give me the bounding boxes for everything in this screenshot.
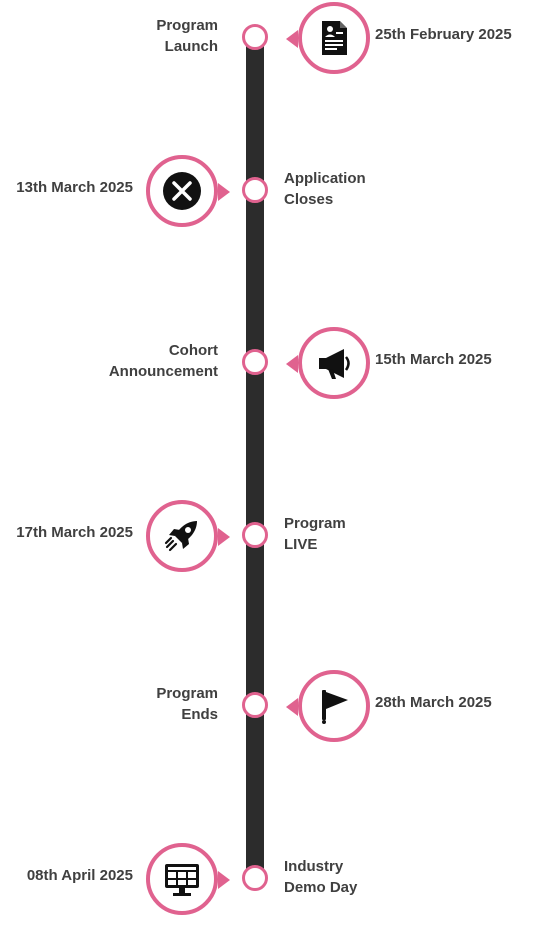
megaphone-icon bbox=[319, 349, 350, 379]
bubble-pointer bbox=[218, 871, 230, 889]
timeline-node bbox=[242, 865, 268, 891]
bubble-pointer bbox=[286, 30, 298, 48]
timeline-node bbox=[242, 349, 268, 375]
milestone-title: Program Ends bbox=[156, 685, 218, 723]
bubble-pointer bbox=[218, 183, 230, 201]
milestone-date: 17th March 2025 bbox=[16, 524, 133, 541]
icon-bubble bbox=[146, 500, 230, 572]
timeline-node bbox=[242, 24, 268, 50]
timeline-node bbox=[242, 522, 268, 548]
monitor-dashboard-icon bbox=[165, 864, 199, 896]
icon-bubble bbox=[286, 327, 370, 399]
resume-document-icon bbox=[322, 21, 347, 55]
timeline-track bbox=[246, 38, 264, 880]
icon-bubble bbox=[286, 2, 370, 74]
icon-bubble bbox=[286, 670, 370, 742]
milestone-title: Program LIVE bbox=[284, 515, 346, 553]
milestone-date: 28th March 2025 bbox=[375, 694, 492, 711]
rocket-icon bbox=[164, 521, 197, 552]
milestone-date: 25th February 2025 bbox=[375, 26, 512, 43]
milestone-title: Application Closes bbox=[284, 170, 366, 208]
milestone-date: 13th March 2025 bbox=[16, 179, 133, 196]
bubble-pointer bbox=[286, 355, 298, 373]
icon-bubble bbox=[146, 155, 230, 227]
timeline-node bbox=[242, 177, 268, 203]
close-x-icon bbox=[163, 172, 201, 210]
bubble-pointer bbox=[218, 528, 230, 546]
flag-icon bbox=[322, 690, 348, 724]
milestone-date: 08th April 2025 bbox=[26, 867, 133, 884]
icon-bubble bbox=[146, 843, 230, 915]
milestone-title: Program Launch bbox=[156, 17, 218, 55]
milestone-title: Cohort Announcement bbox=[108, 342, 218, 380]
milestone-title: Industry Demo Day bbox=[284, 858, 358, 896]
bubble-pointer bbox=[286, 698, 298, 716]
timeline-node bbox=[242, 692, 268, 718]
milestone-date: 15th March 2025 bbox=[375, 351, 492, 368]
